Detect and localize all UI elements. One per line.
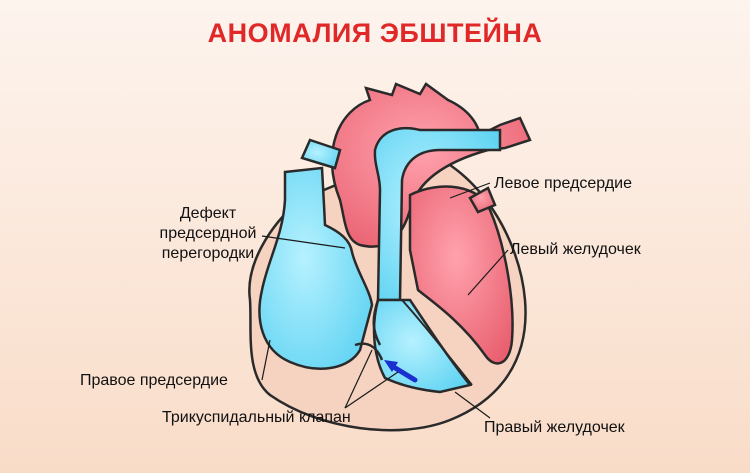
left-atrium-vein — [468, 186, 497, 214]
leader-left-ventricle — [467, 249, 509, 296]
pulmonary-trunk — [373, 126, 502, 302]
label-tricuspid: Трикуспидальный клапан — [162, 409, 351, 426]
label-defect-line3: перегородки — [161, 245, 255, 262]
label-defect-line1: Дефект — [179, 205, 237, 222]
leader-right-ventricle — [454, 391, 491, 419]
tricuspid-valve — [354, 299, 384, 361]
label-defect: Дефект предсердной перегородки — [148, 204, 268, 264]
pulmonary-artery-left — [300, 138, 342, 170]
left-heart-chambers — [408, 185, 514, 365]
leader-tricuspid-2 — [344, 371, 399, 409]
label-right-atrium: Правое предсердие — [80, 372, 228, 389]
leader-right-atrium — [261, 339, 271, 381]
page-title: АНОМАЛИЯ ЭБШТЕЙНА — [207, 18, 543, 48]
leader-left-atrium — [449, 182, 491, 199]
label-left-atrium: Левое предсердие — [494, 175, 633, 192]
right-atrium-chamber — [258, 166, 374, 370]
leader-tricuspid-1 — [344, 349, 373, 409]
leader-defect — [261, 235, 346, 249]
septum — [401, 299, 473, 386]
label-right-ventricle: Правый желудочек — [484, 419, 625, 436]
label-left-ventricle: Левый желудочек — [510, 241, 641, 258]
flow-arrow — [384, 360, 418, 383]
label-defect-line2: предсердной — [159, 225, 257, 242]
